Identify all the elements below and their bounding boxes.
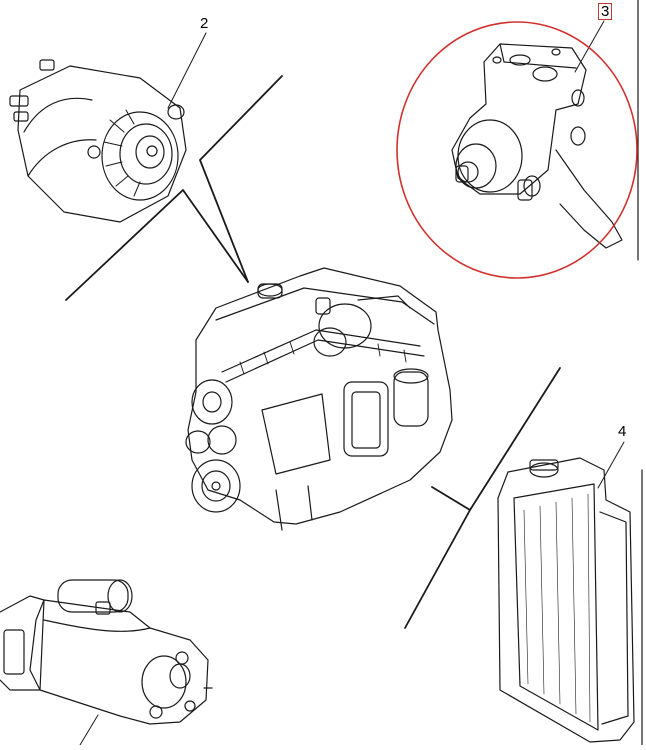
highlight-circle — [397, 22, 637, 278]
radiator-drawing[interactable] — [498, 458, 634, 742]
leader-callout-4 — [598, 442, 624, 488]
starter-motor-drawing[interactable] — [0, 580, 212, 724]
leader-callout-starter — [80, 715, 98, 745]
leader-engine-alternator-upper — [200, 76, 282, 282]
leader-lines — [66, 21, 624, 745]
leader-callout-2 — [168, 33, 206, 108]
page-edge-lines — [638, 0, 642, 745]
callout-3: 3 — [598, 3, 613, 20]
leader-engine-radiator-upper — [432, 368, 560, 510]
callout-2: 2 — [200, 15, 209, 32]
leader-callout-3 — [575, 21, 604, 72]
leader-engine-radiator-lower — [405, 510, 470, 628]
callout-4: 4 — [618, 423, 627, 440]
radiator-core — [524, 494, 590, 722]
leader-engine-alternator-lower — [66, 190, 248, 300]
engine-drawing[interactable] — [186, 268, 452, 530]
alternator-drawing[interactable] — [10, 60, 186, 222]
water-pump-drawing[interactable] — [452, 44, 622, 248]
